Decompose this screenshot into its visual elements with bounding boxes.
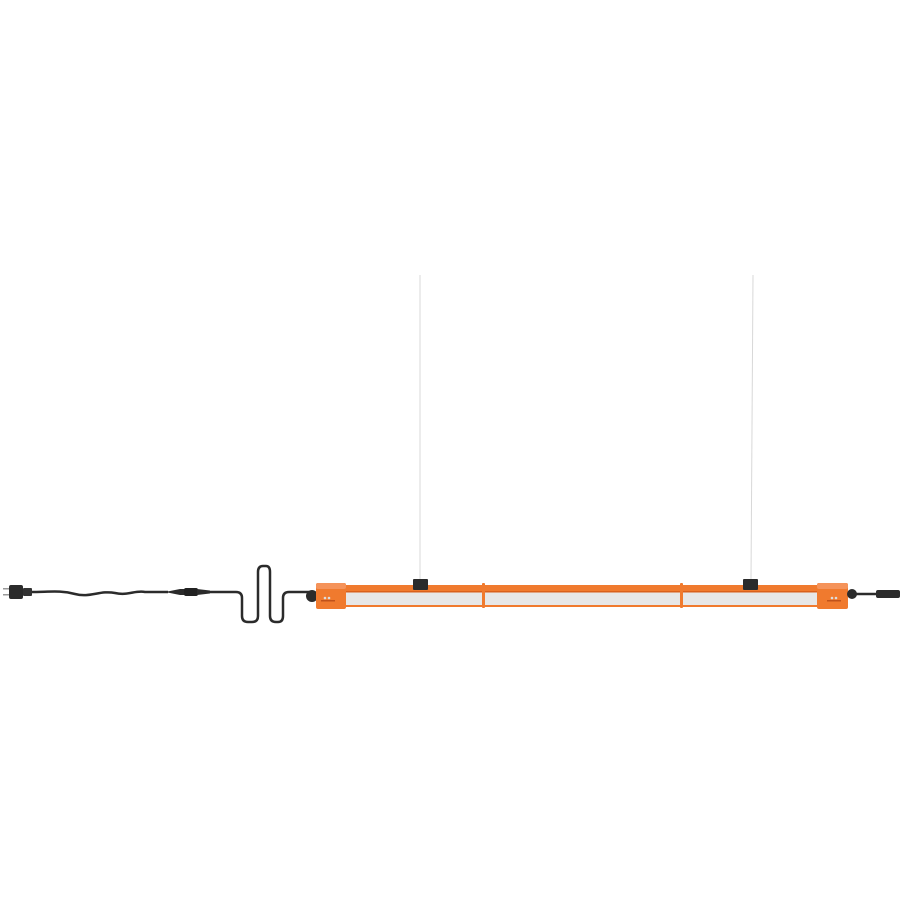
output-connector-icon: [847, 589, 900, 599]
inline-connector-icon: [165, 588, 210, 596]
power-cord: [29, 564, 312, 624]
hanging-clip-icon: [413, 579, 758, 590]
led-tube-light-icon: [306, 583, 848, 609]
plug-icon: [3, 585, 32, 599]
suspension-wire-right: [750, 274, 754, 581]
